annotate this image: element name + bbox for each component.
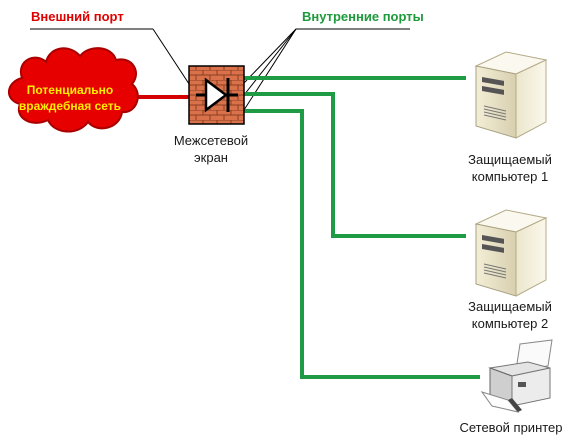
server-tower-icon: [474, 51, 548, 139]
computer-2-label-line1: Защищаемый: [468, 299, 552, 314]
printer-icon: [480, 339, 553, 413]
firewall-label-line2: экран: [194, 150, 228, 165]
link-to-computer-2: [244, 92, 466, 238]
external-port-label: Внешний порт: [31, 9, 124, 24]
hostile-network-label-line1: Потенциально: [26, 83, 114, 97]
internal-ports-label: Внутренние порты: [302, 9, 424, 24]
link-to-printer: [244, 109, 480, 379]
firewall-label-line1: Межсетевой: [173, 133, 249, 148]
computer-1-label-line1: Защищаемый: [468, 152, 552, 167]
firewall-label: Межсетевой экран: [156, 132, 266, 166]
computer-1-label-line2: компьютер 1: [471, 169, 549, 184]
computer-2-label-line2: компьютер 2: [471, 316, 549, 331]
firewall-brick-diode-icon: [188, 65, 245, 125]
computer-1-label: Защищаемый компьютер 1: [451, 151, 569, 185]
internal-links: [244, 76, 480, 379]
printer-label: Сетевой принтер: [459, 420, 563, 435]
hostile-network-cloud-icon: [8, 47, 139, 133]
computer-2-label: Защищаемый компьютер 2: [451, 298, 569, 332]
label-leaders: [30, 28, 410, 111]
hostile-network-label: Потенциально враждебная сеть: [0, 82, 140, 114]
server-tower-icon: [474, 209, 548, 297]
hostile-network-label-line2: враждебная сеть: [18, 99, 122, 113]
